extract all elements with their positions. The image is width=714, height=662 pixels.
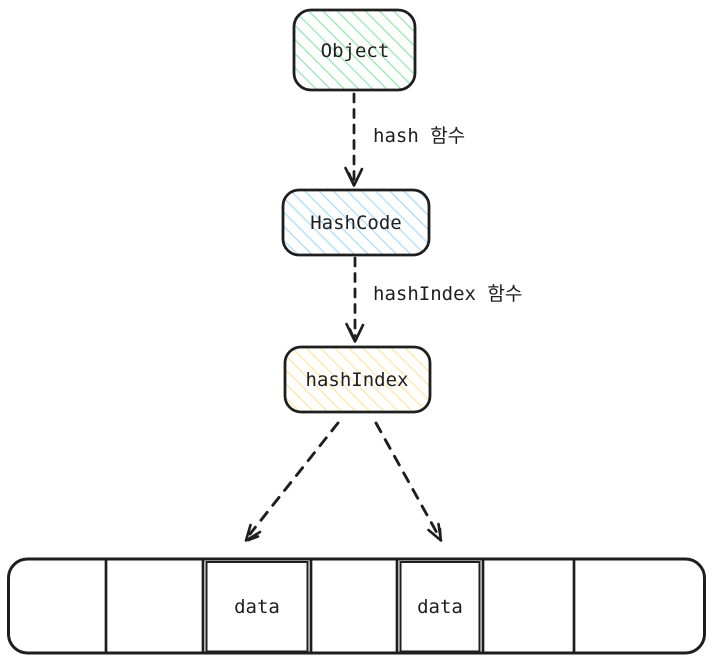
bucket-cell-5-box — [399, 561, 481, 653]
node-hashindex-box — [283, 345, 432, 414]
node-hashcode-label: HashCode — [310, 212, 402, 234]
node-hashindex: hashIndex — [283, 345, 432, 414]
edge-hashindex-label: hashIndex 함수 — [373, 283, 522, 305]
bucket-cell-5-label: data — [417, 596, 463, 618]
node-object: Object — [292, 8, 417, 92]
edge-hashindex-function: hashIndex 함수 — [345, 256, 522, 343]
edge-to-right-bucket — [374, 421, 443, 542]
node-hashcode-box — [281, 188, 431, 257]
edge-left-line — [248, 421, 340, 536]
edge-right-line — [374, 421, 439, 535]
node-hashindex-label: hashIndex — [306, 369, 409, 391]
node-hashcode: HashCode — [281, 188, 431, 257]
node-object-label: Object — [321, 40, 390, 62]
bucket-array-outline — [7, 557, 706, 655]
bucket-array: data data — [7, 557, 706, 655]
edge-hash-arrowhead-icon — [344, 166, 364, 187]
node-object-box — [292, 8, 417, 92]
edge-hash-label: hash 함수 — [373, 125, 465, 147]
edge-hashindex-arrowhead-icon — [345, 322, 365, 343]
bucket-cell-3-label: data — [234, 596, 280, 618]
edge-to-left-bucket — [244, 421, 340, 542]
edge-right-arrowhead-icon — [427, 522, 443, 542]
bucket-cell-3-box — [205, 561, 309, 653]
edge-hash-function: hash 함수 — [344, 92, 465, 187]
edge-left-arrowhead-icon — [244, 523, 262, 542]
